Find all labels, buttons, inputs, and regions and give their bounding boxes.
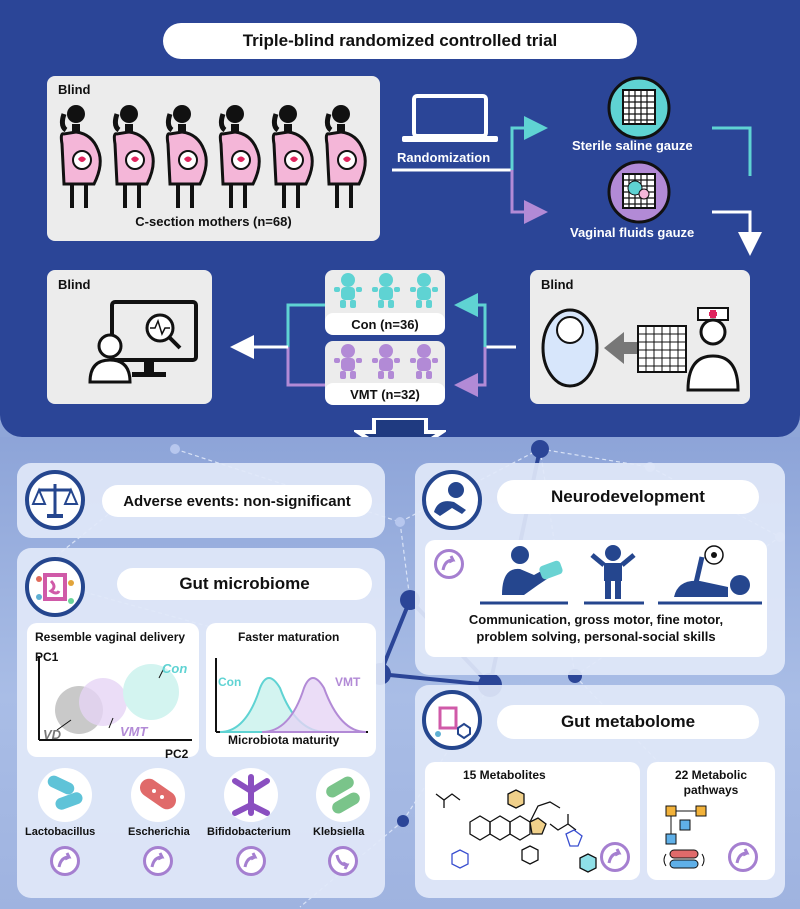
blind-label-mothers: Blind bbox=[58, 82, 91, 97]
pca-plot bbox=[38, 656, 192, 741]
pca-con-label: Con bbox=[162, 661, 188, 676]
vaginal-gauze-icon bbox=[607, 160, 671, 224]
mothers-label: C-section mothers (n=68) bbox=[135, 214, 292, 229]
down-arrow-small-icon bbox=[335, 854, 350, 870]
pregnant-mothers-icons bbox=[59, 104, 378, 216]
bifidobacterium-icon bbox=[224, 768, 278, 822]
blind-label-assessment: Blind bbox=[58, 277, 91, 292]
baby-milestone-icons bbox=[480, 545, 762, 605]
bacteria-label-4: Klebsiella bbox=[313, 826, 365, 838]
bacteria-label-3: Bifidobacterium bbox=[207, 826, 291, 838]
escherichia-increase-badge bbox=[143, 846, 173, 876]
scale-icon-circle bbox=[25, 470, 85, 530]
scale-icon bbox=[31, 484, 79, 518]
gut-microbiome-title: Gut microbiome bbox=[117, 568, 372, 600]
vmt-group-label: VMT (n=32) bbox=[325, 383, 445, 405]
con-babies-icons bbox=[334, 273, 438, 308]
intestine-icon bbox=[36, 573, 74, 604]
newborn-nurse-icon bbox=[541, 307, 740, 392]
pathways-label-line2: pathways bbox=[683, 783, 739, 797]
mothers-box bbox=[47, 76, 380, 241]
laptop-icon bbox=[402, 94, 498, 142]
adverse-events-label: Adverse events: non-significant bbox=[102, 485, 372, 517]
randomization-label: Randomization bbox=[397, 150, 491, 165]
up-arrow-icon bbox=[243, 852, 258, 868]
pathways-label: 22 Metabolic pathways bbox=[647, 768, 775, 798]
crawling-baby-icon bbox=[434, 482, 466, 516]
neuro-skills-text: Communication, gross motor, fine motor, … bbox=[425, 611, 767, 645]
page-title: Triple-blind randomized controlled trial bbox=[163, 23, 637, 59]
pca-vmt-label: VMT bbox=[120, 724, 148, 739]
maturation-con-label: Con bbox=[218, 675, 242, 689]
up-arrow-icon bbox=[57, 852, 72, 868]
up-arrow-icon bbox=[607, 848, 622, 864]
pathway-diagram-icon bbox=[663, 805, 707, 869]
vmt-babies-icons bbox=[334, 344, 438, 379]
neuro-icon-circle bbox=[422, 470, 482, 530]
up-arrow-icon bbox=[735, 848, 750, 864]
metabolite-gut-icon bbox=[435, 706, 471, 740]
sterile-gauze-icon bbox=[607, 76, 671, 140]
flow-arrows bbox=[230, 116, 762, 397]
bifidobacterium-increase-badge bbox=[236, 846, 266, 876]
con-group-label: Con (n=36) bbox=[325, 313, 445, 335]
maturation-x-axis: Microbiota maturity bbox=[228, 733, 340, 747]
metabolites-label: 15 Metabolites bbox=[463, 768, 546, 782]
blind-label-newborn: Blind bbox=[541, 277, 574, 292]
gut-icon-circle bbox=[25, 557, 85, 617]
pca-vd-label: VD bbox=[43, 727, 62, 742]
gut-metabolome-title: Gut metabolome bbox=[497, 705, 759, 739]
pathways-label-line1: 22 Metabolic bbox=[674, 768, 748, 782]
neuro-skills-line2: problem solving, personal-social skills bbox=[476, 629, 716, 644]
vaginal-label: Vaginal fluids gauze bbox=[570, 225, 695, 240]
neuro-skills-line1: Communication, gross motor, fine motor, bbox=[468, 612, 724, 627]
neurodevelopment-title: Neurodevelopment bbox=[497, 480, 759, 514]
bacteria-label-1: Lactobacillus bbox=[25, 826, 96, 838]
pca-y-axis: PC1 bbox=[35, 650, 59, 664]
maturation-card bbox=[206, 623, 376, 757]
saline-label: Sterile saline gauze bbox=[572, 138, 693, 153]
lactobacillus-increase-badge bbox=[50, 846, 80, 876]
maturation-title: Faster maturation bbox=[238, 630, 340, 644]
maturation-vmt-label: VMT bbox=[335, 675, 361, 689]
escherichia-icon bbox=[131, 768, 185, 822]
up-arrow-icon bbox=[150, 852, 165, 868]
metabolite-structures bbox=[435, 789, 597, 873]
klebsiella-icon bbox=[316, 768, 370, 822]
metabolome-icon-circle bbox=[422, 690, 482, 750]
neuro-increase-badge bbox=[434, 549, 464, 579]
maturation-plot bbox=[215, 658, 368, 733]
metabolites-increase-badge bbox=[600, 842, 630, 872]
pca-x-axis: PC2 bbox=[165, 747, 189, 761]
pathways-increase-badge bbox=[728, 842, 758, 872]
bacteria-label-2: Escherichia bbox=[128, 826, 190, 838]
up-arrow-icon bbox=[441, 555, 456, 571]
pca-title: Resemble vaginal delivery bbox=[35, 630, 186, 644]
assessor-computer-icon bbox=[88, 300, 198, 384]
lactobacillus-icon bbox=[38, 768, 92, 822]
klebsiella-decrease-badge bbox=[328, 846, 358, 876]
